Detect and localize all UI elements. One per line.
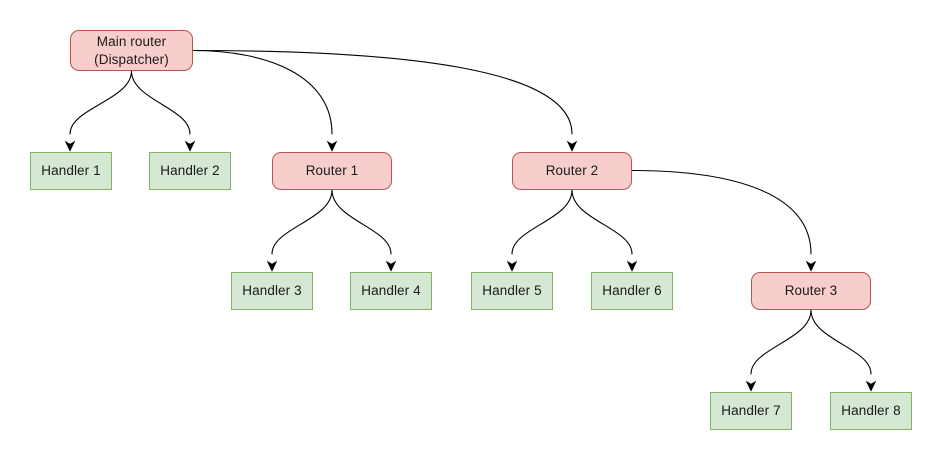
edge-line	[130, 70, 191, 135]
arrow-head-icon	[626, 260, 638, 272]
node-handler-5[interactable]: Handler 5	[471, 272, 553, 310]
node-handler-7[interactable]: Handler 7	[710, 392, 792, 430]
node-handler-6[interactable]: Handler 6	[591, 272, 673, 310]
node-handler-8[interactable]: Handler 8	[830, 392, 912, 430]
edge-router-3-to-handler-8	[810, 309, 877, 392]
node-label: Handler 5	[482, 283, 542, 299]
edge-main-router-to-router-1	[192, 49, 338, 152]
node-handler-4[interactable]: Handler 4	[350, 272, 432, 310]
node-label: Handler 2	[160, 163, 220, 179]
edge-line	[69, 70, 133, 135]
edge-main-router-to-handler-1	[64, 70, 133, 152]
edge-router-1-to-handler-3	[266, 189, 333, 272]
arrow-head-icon	[865, 380, 877, 392]
edge-main-router-to-handler-2	[130, 70, 196, 152]
edge-line	[192, 49, 333, 135]
edge-router-1-to-handler-4	[331, 189, 397, 272]
node-main-router[interactable]: Main router (Dispatcher)	[70, 30, 193, 71]
edge-line	[331, 189, 392, 255]
node-label: Handler 3	[242, 283, 302, 299]
node-label: Handler 1	[41, 163, 101, 179]
node-router-3[interactable]: Router 3	[751, 272, 871, 310]
node-router-2[interactable]: Router 2	[512, 152, 632, 190]
arrow-head-icon	[326, 140, 338, 152]
edge-line	[511, 189, 573, 255]
node-label: Handler 7	[721, 403, 781, 419]
edge-line	[571, 189, 633, 255]
edge-line	[271, 189, 333, 255]
edge-line	[631, 169, 812, 255]
node-label: Router 2	[545, 163, 599, 179]
node-label: Main router (Dispatcher)	[94, 34, 169, 67]
node-label: Router 3	[784, 283, 838, 299]
node-handler-3[interactable]: Handler 3	[231, 272, 313, 310]
node-label: Handler 8	[841, 403, 901, 419]
edge-line	[192, 49, 573, 135]
arrow-head-icon	[805, 260, 817, 272]
arrow-head-icon	[64, 140, 76, 152]
edge-line	[810, 309, 872, 375]
node-handler-2[interactable]: Handler 2	[149, 152, 231, 190]
node-label: Router 1	[305, 163, 359, 179]
edge-router-2-to-handler-5	[506, 189, 573, 272]
node-handler-1[interactable]: Handler 1	[30, 152, 112, 190]
edge-router-3-to-handler-7	[745, 309, 812, 392]
arrow-head-icon	[184, 140, 196, 152]
arrow-head-icon	[566, 140, 578, 152]
edge-line	[750, 309, 812, 375]
arrow-head-icon	[745, 380, 757, 392]
node-router-1[interactable]: Router 1	[272, 152, 392, 190]
arrow-head-icon	[506, 260, 518, 272]
edge-main-router-to-router-2	[192, 49, 578, 152]
edge-router-2-to-router-3	[631, 169, 817, 272]
arrow-head-icon	[385, 260, 397, 272]
node-label: Handler 6	[602, 283, 662, 299]
arrow-head-icon	[266, 260, 278, 272]
edge-router-2-to-handler-6	[571, 189, 638, 272]
node-label: Handler 4	[361, 283, 421, 299]
